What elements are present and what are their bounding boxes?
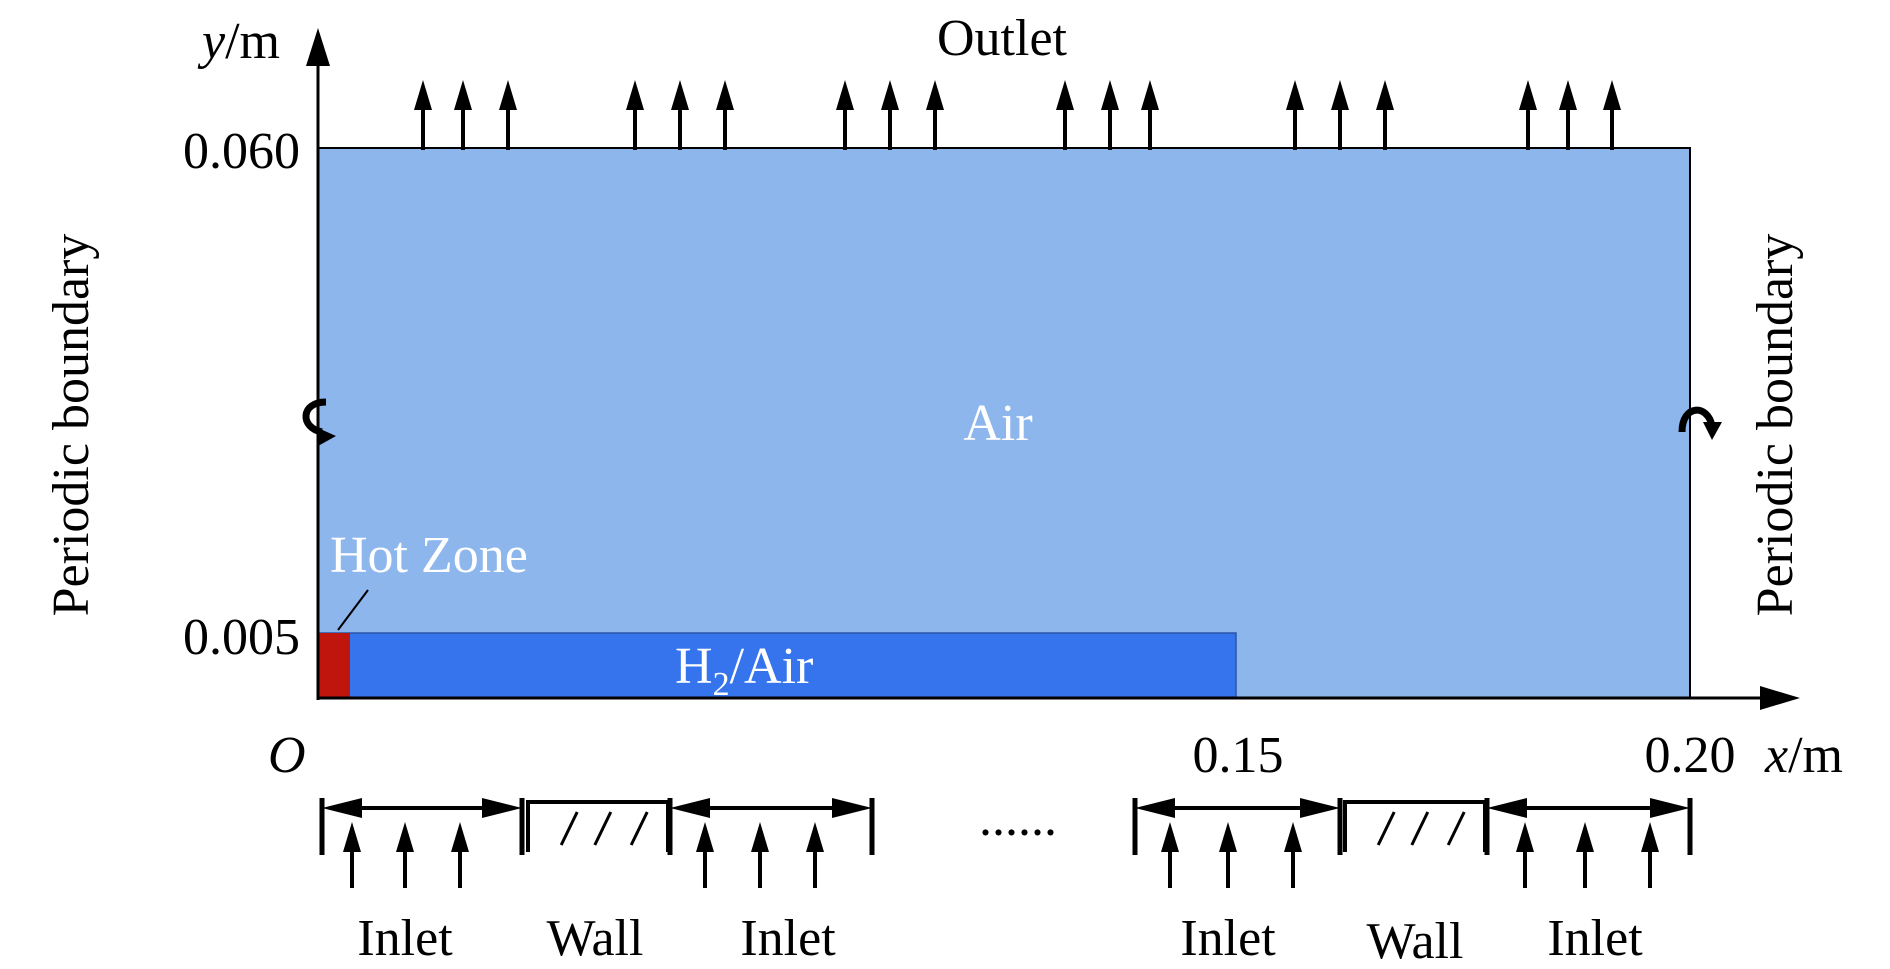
inlet-segment [1132, 798, 1343, 888]
outlet-arrow-icon [1519, 80, 1537, 150]
wall-hatch [1376, 811, 1396, 846]
outlet-arrow-icon [1603, 80, 1621, 150]
wall-hatch [1446, 811, 1466, 846]
inlet-segment [667, 798, 875, 888]
outlet-arrow-icon [1559, 80, 1577, 150]
bottom-label-wall-2: Wall [1367, 913, 1464, 969]
bottom-label-inlet-2: Inlet [740, 910, 836, 967]
hot-zone-region [318, 633, 350, 698]
bottom-label-wall-1: Wall [547, 910, 644, 967]
wall-hatch [1410, 811, 1430, 846]
air-domain [317, 147, 1691, 699]
bottom-label-inlet-1: Inlet [357, 910, 453, 967]
outlet-arrow-icon [1331, 80, 1349, 150]
y-tick-0005: 0.005 [183, 609, 300, 666]
periodic-arrow-right-icon [1678, 406, 1722, 440]
hot-zone-leader [337, 589, 369, 631]
periodic-arrow-left-icon [302, 398, 336, 446]
h2-air-region [317, 632, 1237, 699]
outlet-arrow-icon [1376, 80, 1394, 150]
span-arrowhead-icon [1300, 798, 1340, 818]
periodic-boundary-right-label: Periodic boundary [1747, 234, 1804, 617]
span-arrowhead-icon [832, 798, 872, 818]
y-tick-0060: 0.060 [183, 123, 300, 180]
wall-segment [526, 800, 670, 852]
inlet-arrow-icon [751, 822, 769, 888]
wall-hatch [593, 811, 613, 846]
wall-outline [526, 800, 670, 852]
inlet-segment [319, 798, 525, 888]
x-axis [318, 686, 1800, 710]
outlet-arrow-icon [1101, 80, 1119, 150]
inlet-arrow-icon [696, 822, 714, 888]
wall-hatch [629, 811, 649, 846]
x-axis-label: x/m [1764, 727, 1843, 784]
inlet-arrow-icon [1576, 822, 1594, 888]
span-arrowhead-icon [1135, 798, 1175, 818]
ellipsis-label: ...... [979, 790, 1057, 847]
outlet-arrow-icon [881, 80, 899, 150]
outlet-arrow-icon [716, 80, 734, 150]
inlet-arrow-icon [396, 822, 414, 888]
bottom-boundary-conditions [319, 798, 1693, 888]
outlet-arrow-icon [1141, 80, 1159, 150]
wall-outline [1343, 800, 1487, 852]
outlet-arrow-icon [454, 80, 472, 150]
span-arrowhead-icon [1650, 798, 1690, 818]
outlet-arrow-icon [1286, 80, 1304, 150]
span-arrowhead-icon [670, 798, 710, 818]
inlet-arrow-icon [806, 822, 824, 888]
outlet-arrow-icon [671, 80, 689, 150]
outlet-arrow-icon [836, 80, 854, 150]
h2-air-label: H2/Air [675, 638, 813, 703]
air-label: Air [963, 395, 1032, 452]
outlet-arrow-icon [926, 80, 944, 150]
wall-segment [1343, 800, 1487, 852]
periodic-boundary-left-label: Periodic boundary [43, 234, 100, 617]
x-tick-015: 0.15 [1193, 727, 1284, 784]
inlet-arrow-icon [1161, 822, 1179, 888]
inlet-arrow-icon [1284, 822, 1302, 888]
outlet-label: Outlet [937, 10, 1068, 67]
y-axis-label: y/m [197, 13, 280, 70]
inlet-arrow-icon [451, 822, 469, 888]
wall-hatch [559, 811, 579, 846]
inlet-arrow-icon [343, 822, 361, 888]
outlet-arrow-icon [1056, 80, 1074, 150]
span-arrowhead-icon [322, 798, 362, 818]
y-axis [306, 28, 330, 700]
outlet-arrow-icon [414, 80, 432, 150]
bottom-label-inlet-3: Inlet [1180, 910, 1276, 967]
origin-label: O [268, 727, 306, 784]
inlet-arrow-icon [1641, 822, 1659, 888]
outlet-arrow-icon [499, 80, 517, 150]
outlet-arrow-icon [626, 80, 644, 150]
x-tick-020: 0.20 [1645, 727, 1736, 784]
inlet-arrow-icon [1219, 822, 1237, 888]
span-arrowhead-icon [482, 798, 522, 818]
inlet-segment [1484, 798, 1693, 888]
bottom-label-inlet-4: Inlet [1547, 910, 1643, 967]
hot-zone-label: Hot Zone [330, 527, 528, 584]
span-arrowhead-icon [1487, 798, 1527, 818]
outlet-arrows [414, 80, 1621, 150]
inlet-arrow-icon [1516, 822, 1534, 888]
